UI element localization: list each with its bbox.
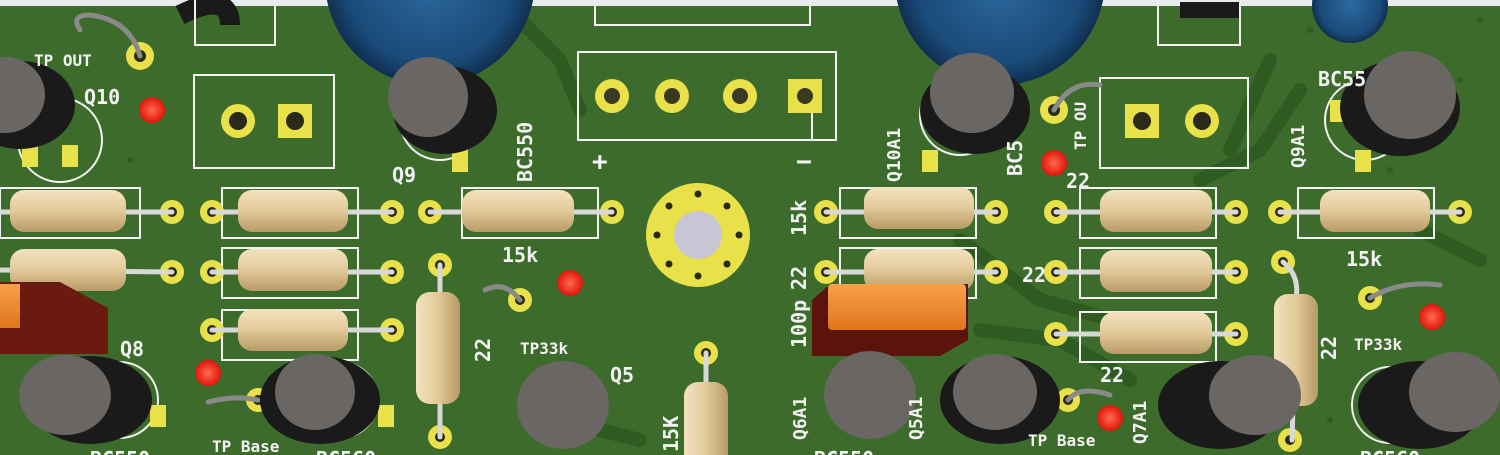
label-tp33k-left: TP33k (520, 339, 569, 358)
transistors (0, 51, 1500, 449)
label-100p: 100p (787, 300, 811, 348)
label-tp-out-left: TP OUT (34, 51, 92, 70)
electrolytic-capacitor-left (326, 0, 534, 85)
label-bc55-fragment: BC55 (1318, 67, 1366, 91)
label-bc550-center: BC550 (513, 122, 537, 182)
label-tp33k-right: TP33k (1354, 335, 1403, 354)
pin-header (595, 79, 822, 113)
label-bottom-bc560-2: BC560 (1360, 447, 1420, 455)
label-minus: − (796, 147, 812, 177)
label-bottom-bc550-2: BC550 (814, 447, 874, 455)
label-tp-base-left: TP Base (212, 437, 279, 455)
vias (127, 17, 1483, 423)
label-22-right-mid1: 22 (787, 266, 811, 290)
label-bc5-fragment: BC5 (1003, 140, 1027, 176)
label-22-vertical-left: 22 (471, 338, 495, 362)
label-q10a1: Q10A1 (884, 128, 905, 182)
label-22-bottom-right: 22 (1100, 363, 1124, 387)
resistors (10, 187, 1430, 455)
label-plus: + (592, 147, 608, 177)
label-22-vertical-right: 22 (1317, 336, 1341, 360)
label-22-right-mid2: 22 (1022, 263, 1046, 287)
red-leds (139, 97, 1445, 431)
label-q6a1: Q6A1 (790, 397, 811, 440)
label-q9a1: Q9A1 (1288, 125, 1309, 168)
mounting-hole (646, 183, 750, 287)
label-bottom-bc550-1: BC550 (90, 447, 150, 455)
label-q5a1-fragment: Q5A1 (906, 397, 927, 440)
silkscreen-labels: TP OUT Q10 Q9 BC550 + − 15k TP33k Q8 TP … (34, 51, 1420, 455)
top-strip (0, 0, 1500, 6)
connector-right (1125, 104, 1219, 138)
connector-left (221, 104, 312, 138)
electrolytic-capacitor-small (1312, 0, 1388, 43)
label-tp-base-right: TP Base (1028, 431, 1095, 450)
label-q9: Q9 (392, 163, 416, 187)
test-point-loops (74, 12, 1443, 405)
label-q7a1: Q7A1 (1130, 401, 1151, 444)
label-bottom-bc560: BC560 (316, 447, 376, 455)
label-15k-bottom: 15K (659, 416, 683, 452)
label-15k-far-right: 15k (1346, 247, 1382, 271)
label-22-right-top: 22 (1066, 169, 1090, 193)
label-tp-out-right: TP OU (1071, 102, 1090, 150)
component-top-left (175, 0, 240, 26)
label-q10: Q10 (84, 85, 120, 109)
label-15k-right: 15k (787, 200, 811, 236)
label-q5: Q5 (610, 363, 634, 387)
label-15k-center: 15k (502, 243, 538, 267)
film-capacitors (0, 282, 968, 356)
label-q8: Q8 (120, 337, 144, 361)
